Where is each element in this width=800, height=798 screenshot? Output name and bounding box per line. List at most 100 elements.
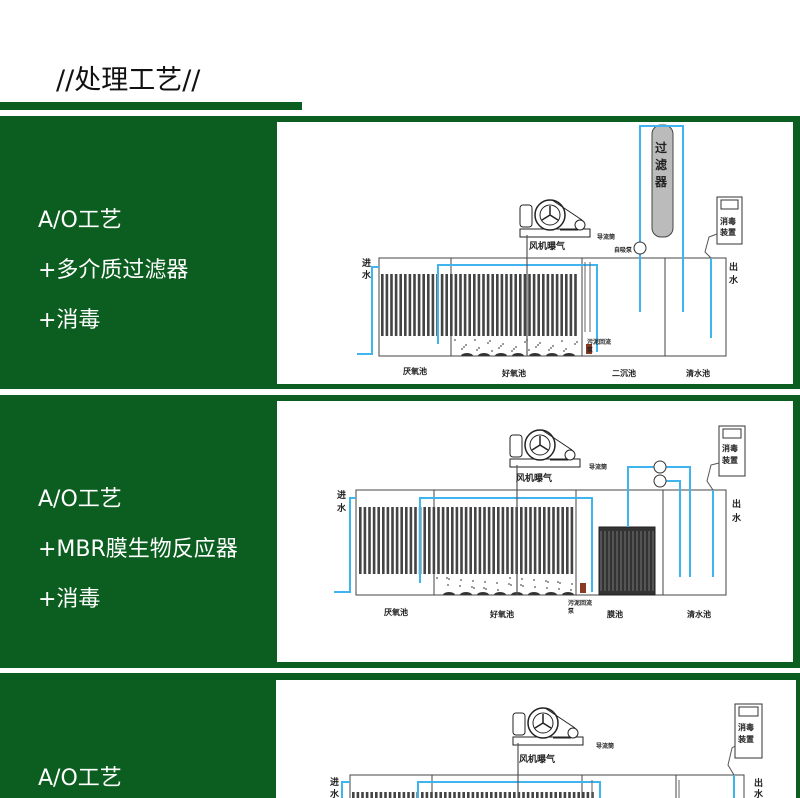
blower-spokes bbox=[531, 436, 549, 451]
media-column bbox=[500, 274, 504, 336]
air-bubble bbox=[485, 588, 487, 590]
inlet-label: 水 bbox=[330, 788, 340, 798]
media-column bbox=[448, 792, 452, 798]
media-column bbox=[546, 274, 550, 336]
diffuser bbox=[478, 353, 490, 356]
air-bubble bbox=[520, 584, 522, 586]
outlet-label: 水 bbox=[754, 788, 764, 798]
air-bubble bbox=[511, 350, 513, 352]
media-column bbox=[485, 792, 488, 798]
air-bubble bbox=[487, 342, 489, 344]
process-panel-1: A/O工艺 +多介质过滤器 +消毒 进 水 出 水 风机曝气 导流筒 自吸泵 污… bbox=[0, 116, 800, 389]
air-bubble bbox=[563, 350, 565, 352]
blower-belt bbox=[541, 429, 573, 461]
media-column bbox=[505, 274, 508, 336]
pipe bbox=[419, 497, 593, 592]
air-bubble bbox=[576, 341, 578, 343]
air-bubble bbox=[436, 577, 438, 579]
pipe bbox=[334, 497, 356, 593]
blower-wheel-inner bbox=[529, 434, 551, 456]
air-bubble bbox=[558, 588, 560, 590]
media-column bbox=[494, 792, 498, 798]
sludge-pump-label: 泵 bbox=[568, 607, 575, 615]
tank-label: 清水池 bbox=[687, 609, 711, 619]
media-column bbox=[509, 274, 513, 336]
device-screen bbox=[720, 199, 739, 210]
diffuser bbox=[546, 353, 558, 356]
air-bubble bbox=[473, 587, 475, 589]
device-screen bbox=[738, 706, 759, 717]
media-column bbox=[446, 507, 449, 574]
media-column bbox=[540, 792, 544, 798]
tank-label: 厌氧池 bbox=[403, 366, 427, 376]
media-column bbox=[514, 274, 517, 336]
media-column bbox=[532, 274, 536, 336]
blower-label: 风机曝气 bbox=[516, 472, 552, 484]
disinfection-label: 消毒 bbox=[738, 722, 754, 732]
media-column bbox=[382, 507, 385, 574]
media-column bbox=[414, 507, 417, 574]
blower-spokes bbox=[534, 714, 552, 729]
air-bubble bbox=[521, 578, 523, 580]
media-column bbox=[554, 792, 557, 798]
tank-label: 膜池 bbox=[607, 609, 623, 619]
media-column bbox=[543, 507, 546, 574]
air-bubble bbox=[570, 589, 572, 591]
diffuser bbox=[494, 592, 506, 595]
air-bubble bbox=[528, 349, 530, 351]
disinfection-label: 消毒 bbox=[722, 443, 738, 453]
diagram-svg: 进 水 出 水 风机曝气 导流筒 消毒 装置 bbox=[330, 703, 764, 798]
media-column bbox=[568, 792, 571, 798]
air-bubble bbox=[574, 343, 576, 345]
media-column bbox=[409, 507, 413, 574]
media-column bbox=[413, 274, 416, 336]
media-column bbox=[432, 507, 436, 574]
air-bubble bbox=[524, 341, 526, 343]
media-column bbox=[399, 274, 402, 336]
media-column bbox=[533, 507, 537, 574]
media-column bbox=[496, 274, 499, 336]
diffuser bbox=[477, 592, 489, 595]
blower-tank bbox=[509, 434, 523, 458]
media-column bbox=[537, 274, 540, 336]
air-bubble bbox=[465, 344, 467, 346]
air-bubble bbox=[496, 582, 498, 584]
media-column bbox=[385, 274, 389, 336]
blower-belt bbox=[544, 707, 576, 739]
process-panel-3: A/O工艺 进 水 出 水 风机曝气 导流筒 消毒 装置 bbox=[0, 673, 800, 798]
diffuser bbox=[443, 592, 455, 595]
process-line: A/O工艺 bbox=[38, 766, 122, 791]
media-column bbox=[476, 792, 479, 798]
media-column bbox=[462, 792, 465, 798]
media-column bbox=[398, 792, 401, 798]
media-column bbox=[586, 792, 590, 798]
media-column bbox=[459, 274, 462, 336]
media-column bbox=[513, 792, 516, 798]
media-column bbox=[482, 274, 485, 336]
air-bubble bbox=[484, 581, 486, 583]
disinfection-label: 装置 bbox=[737, 734, 754, 744]
media-column bbox=[451, 507, 454, 574]
inlet-label: 进 bbox=[362, 257, 371, 269]
air-bubble bbox=[498, 347, 500, 349]
diagram-svg: 进 水 出 水 风机曝气 导流筒 自吸泵 污泥回流 泵 过 滤 器 消毒 装置 … bbox=[357, 124, 743, 378]
tank-label: 清水池 bbox=[686, 368, 710, 378]
media-column bbox=[417, 274, 421, 336]
air-bubble bbox=[474, 339, 476, 341]
process-line: A/O工艺 bbox=[38, 487, 122, 512]
media-column bbox=[519, 274, 522, 336]
media-column bbox=[483, 507, 486, 574]
media-column bbox=[517, 792, 521, 798]
process-description: A/O工艺 +MBR膜生物反应器 +消毒 bbox=[38, 475, 238, 625]
media-column bbox=[393, 792, 396, 798]
media-column bbox=[390, 274, 393, 336]
process-description: A/O工艺 +多介质过滤器 +消毒 bbox=[38, 196, 188, 346]
air-bubble bbox=[471, 586, 473, 588]
filter-label: 滤 bbox=[655, 157, 667, 172]
media-column bbox=[455, 507, 459, 574]
media-column bbox=[506, 507, 509, 574]
air-bubble bbox=[476, 349, 478, 351]
pipe bbox=[706, 462, 720, 491]
blower-spokes bbox=[541, 206, 559, 221]
